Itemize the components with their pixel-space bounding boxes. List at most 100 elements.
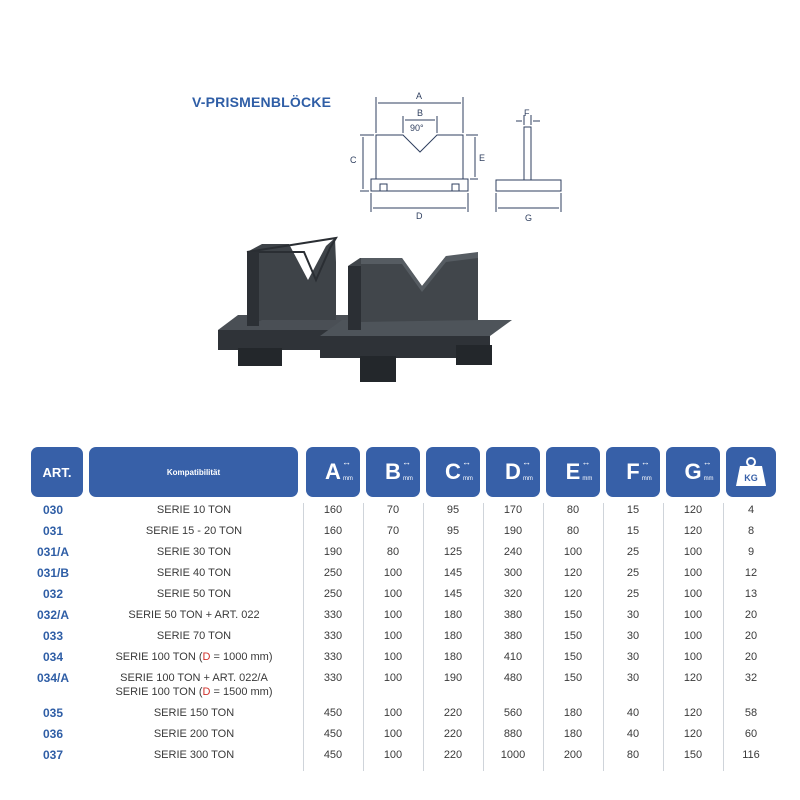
unit-label: mm: [402, 476, 413, 482]
dimension-arrow-icon: ↔: [640, 457, 650, 467]
value-cell: 180: [443, 609, 463, 621]
value-cell: 120: [683, 707, 703, 719]
label-c: C: [350, 155, 357, 165]
value-cell: 15: [626, 504, 640, 516]
column-divider: [363, 503, 364, 771]
value-cell: 150: [563, 651, 583, 663]
value-cell: 100: [683, 609, 703, 621]
value-cell: 450: [323, 749, 343, 761]
value-cell: 95: [446, 525, 460, 537]
value-cell: 330: [323, 672, 343, 684]
value-cell: 450: [323, 728, 343, 740]
kg-label: KG: [744, 473, 758, 483]
value-cell: 410: [503, 651, 523, 663]
value-cell: 145: [443, 588, 463, 600]
unit-label: mm: [641, 476, 652, 482]
value-cell: 100: [683, 651, 703, 663]
label-g: G: [525, 213, 532, 223]
value-cell: 330: [323, 630, 343, 642]
value-cell: 100: [383, 567, 403, 579]
value-cell: 100: [383, 728, 403, 740]
value-cell: 20: [744, 630, 758, 642]
value-cell: 8: [747, 525, 755, 537]
label-f: F: [524, 108, 530, 118]
column-divider: [543, 503, 544, 771]
compatibility-text: = 1500 mm): [210, 686, 273, 698]
value-cell: 25: [626, 588, 640, 600]
value-cell: 25: [626, 567, 640, 579]
value-cell: 80: [626, 749, 640, 761]
value-cell: 100: [383, 707, 403, 719]
value-cell: 120: [563, 588, 583, 600]
value-cell: 150: [563, 672, 583, 684]
dimension-arrow-icon: ↔: [702, 457, 712, 467]
unit-label: mm: [522, 476, 533, 482]
weight-icon: KG: [736, 457, 766, 486]
v-block-photo: [218, 236, 512, 382]
value-cell: 320: [503, 588, 523, 600]
art-number: 031/A: [36, 545, 70, 559]
column-divider: [303, 503, 304, 771]
value-cell: 4: [747, 504, 755, 516]
value-cell: 150: [563, 630, 583, 642]
value-cell: 30: [626, 609, 640, 621]
value-cell: 80: [566, 525, 580, 537]
header-letter: C↔mm: [445, 457, 473, 484]
value-cell: 12: [744, 567, 758, 579]
value-cell: 60: [744, 728, 758, 740]
value-cell: 180: [563, 728, 583, 740]
value-cell: 120: [683, 728, 703, 740]
value-cell: 100: [383, 651, 403, 663]
value-cell: 80: [566, 504, 580, 516]
header-col-e: E↔mm: [546, 447, 600, 497]
compatibility-line: SERIE 100 TON (D = 1500 mm): [90, 685, 298, 699]
value-cell: 58: [744, 707, 758, 719]
art-number: 031/B: [36, 566, 70, 580]
label-b: B: [417, 108, 423, 118]
value-cell: 15: [626, 525, 640, 537]
value-cell: 120: [683, 672, 703, 684]
value-cell: 40: [626, 728, 640, 740]
technical-drawing: A B 90° C E D F G: [218, 91, 562, 382]
dimension-highlight: D: [202, 686, 211, 698]
art-number: 034: [42, 650, 64, 664]
value-cell: 80: [386, 546, 400, 558]
column-divider: [663, 503, 664, 771]
header-col-a: A↔mm: [306, 447, 360, 497]
header-col-g: G↔mm: [666, 447, 720, 497]
value-cell: 180: [443, 651, 463, 663]
page-title: V-PRISMENBLÖCKE: [192, 94, 332, 110]
value-cell: 120: [563, 567, 583, 579]
header-art: ART.: [31, 447, 83, 497]
value-cell: 30: [626, 651, 640, 663]
value-cell: 150: [683, 749, 703, 761]
compatibility: SERIE 150 TON: [153, 707, 235, 719]
value-cell: 100: [683, 588, 703, 600]
compatibility: SERIE 100 TON (D = 1000 mm): [90, 650, 298, 664]
unit-label: mm: [582, 476, 593, 482]
header-letter: F↔mm: [626, 457, 652, 484]
compatibility: SERIE 200 TON: [153, 728, 235, 740]
value-cell: 880: [503, 728, 523, 740]
compatibility: SERIE 300 TON: [153, 749, 235, 761]
value-cell: 116: [742, 749, 760, 761]
value-cell: 170: [503, 504, 523, 516]
compatibility: SERIE 15 - 20 TON: [145, 525, 243, 537]
label-a: A: [416, 91, 422, 101]
value-cell: 13: [744, 588, 758, 600]
dimension-arrow-icon: ↔: [521, 457, 531, 467]
value-cell: 32: [744, 672, 758, 684]
value-cell: 190: [323, 546, 343, 558]
value-cell: 220: [443, 707, 463, 719]
value-cell: 190: [443, 672, 463, 684]
compatibility: SERIE 40 TON: [156, 567, 232, 579]
art-number: 032/A: [36, 608, 70, 622]
art-number: 031: [42, 524, 64, 538]
value-cell: 100: [383, 630, 403, 642]
label-e: E: [479, 153, 485, 163]
value-cell: 150: [563, 609, 583, 621]
dimension-arrow-icon: ↔: [581, 457, 591, 467]
compatibility-line: SERIE 100 TON (D = 1000 mm): [90, 650, 298, 664]
compatibility: SERIE 50 TON: [156, 588, 232, 600]
value-cell: 330: [323, 609, 343, 621]
